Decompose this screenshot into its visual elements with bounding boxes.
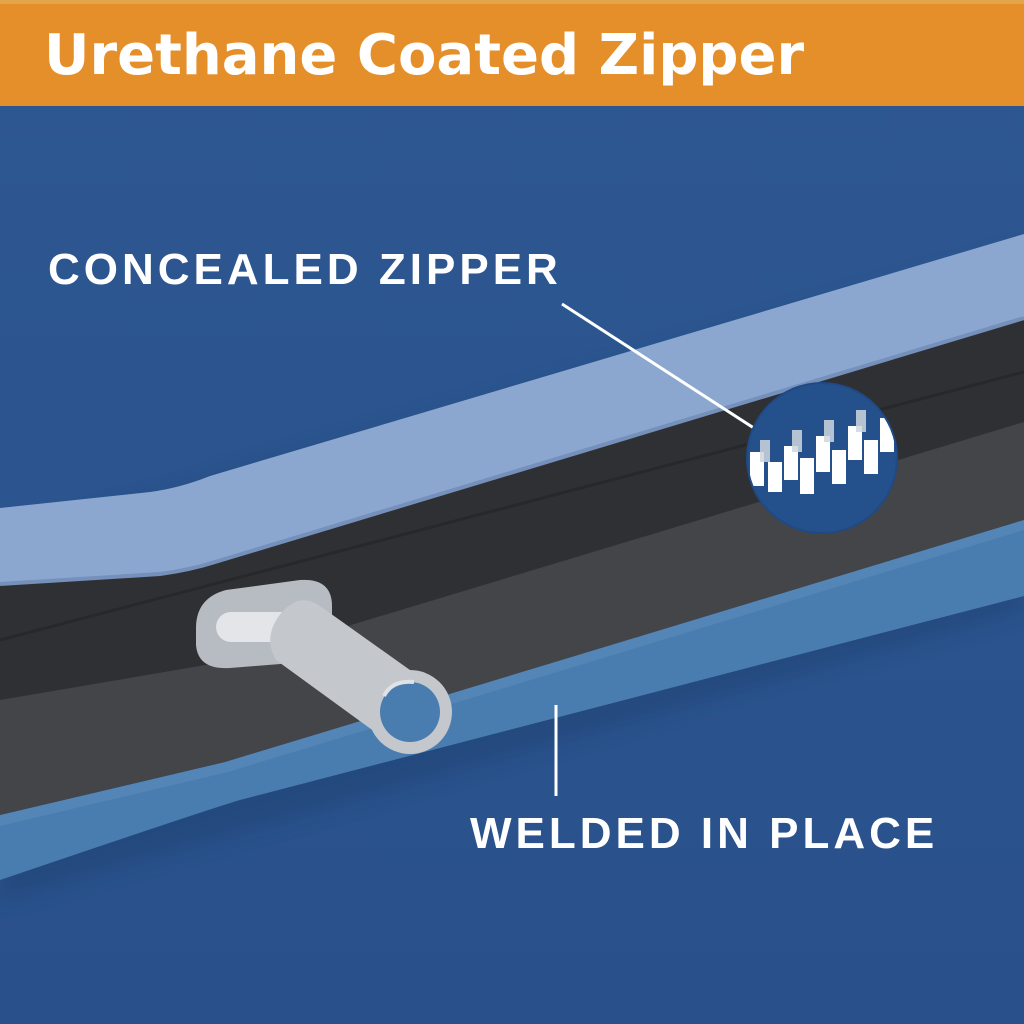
welded-in-place-label: WELDED IN PLACE [470,809,939,858]
bottom-layer-highlight [0,515,1024,826]
header-banner: Urethane Coated Zipper [0,0,1024,106]
zipper-teeth-magnifier-icon [746,382,898,534]
page-title: Urethane Coated Zipper [44,23,805,88]
top-layer-edge [0,316,1024,586]
concealed-callout-line [561,302,761,434]
zipper-slider-icon [196,579,452,754]
top-layer [0,234,1024,584]
zipper-tape-lower [0,420,1024,815]
concealed-zipper-label: CONCEALED ZIPPER [48,245,562,294]
